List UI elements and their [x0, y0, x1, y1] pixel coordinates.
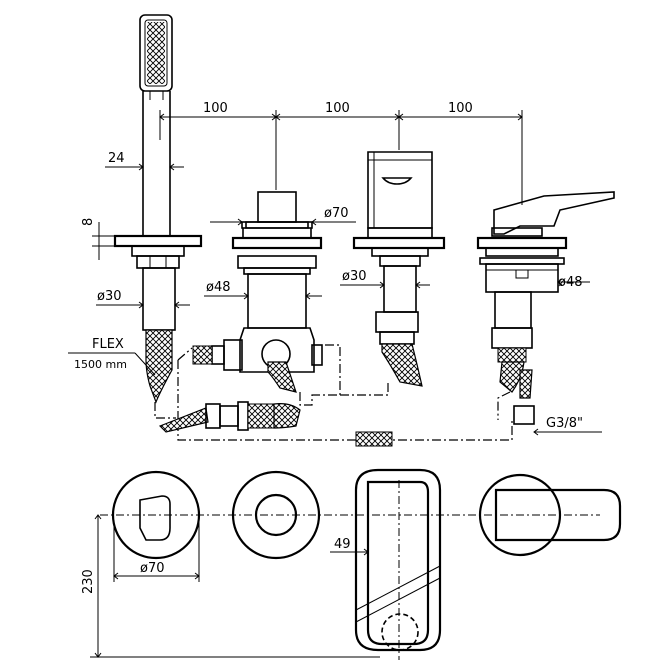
dim-connection-thread: G3/8": [546, 416, 583, 431]
flex-label: FLEX: [92, 337, 124, 352]
dim-flange-thickness: 8: [81, 218, 96, 226]
dim-plan-diameter: ø70: [140, 561, 165, 576]
dim-spacing-2: 100: [325, 101, 350, 116]
dim-diverter-body: ø48: [206, 280, 231, 295]
dim-spacing-1: 100: [203, 101, 228, 116]
dim-diverter-diameter: ø70: [324, 206, 349, 221]
dimension-spacing: 100 100 100: [159, 101, 523, 205]
dim-spacing-3: 100: [448, 101, 473, 116]
diverter: ø70 ø48: [192, 191, 356, 393]
spout: ø30: [340, 151, 446, 387]
flex-length: 1500 mm: [74, 358, 127, 371]
mixer: ø48 G3/8": [476, 191, 615, 436]
dim-mixer-body: ø48: [558, 275, 583, 290]
hand-shower: 24 8 ø30 FLEX 1500 mm: [68, 14, 203, 404]
dim-plan-offset: 49: [334, 537, 351, 552]
pipe-routing: [154, 344, 513, 447]
plan-view: ø70 49 230: [81, 468, 622, 660]
dim-handle-width: 24: [108, 151, 125, 166]
dim-plan-depth: 230: [81, 569, 96, 594]
dim-spout-body: ø30: [342, 269, 367, 284]
dim-shower-body: ø30: [97, 289, 122, 304]
